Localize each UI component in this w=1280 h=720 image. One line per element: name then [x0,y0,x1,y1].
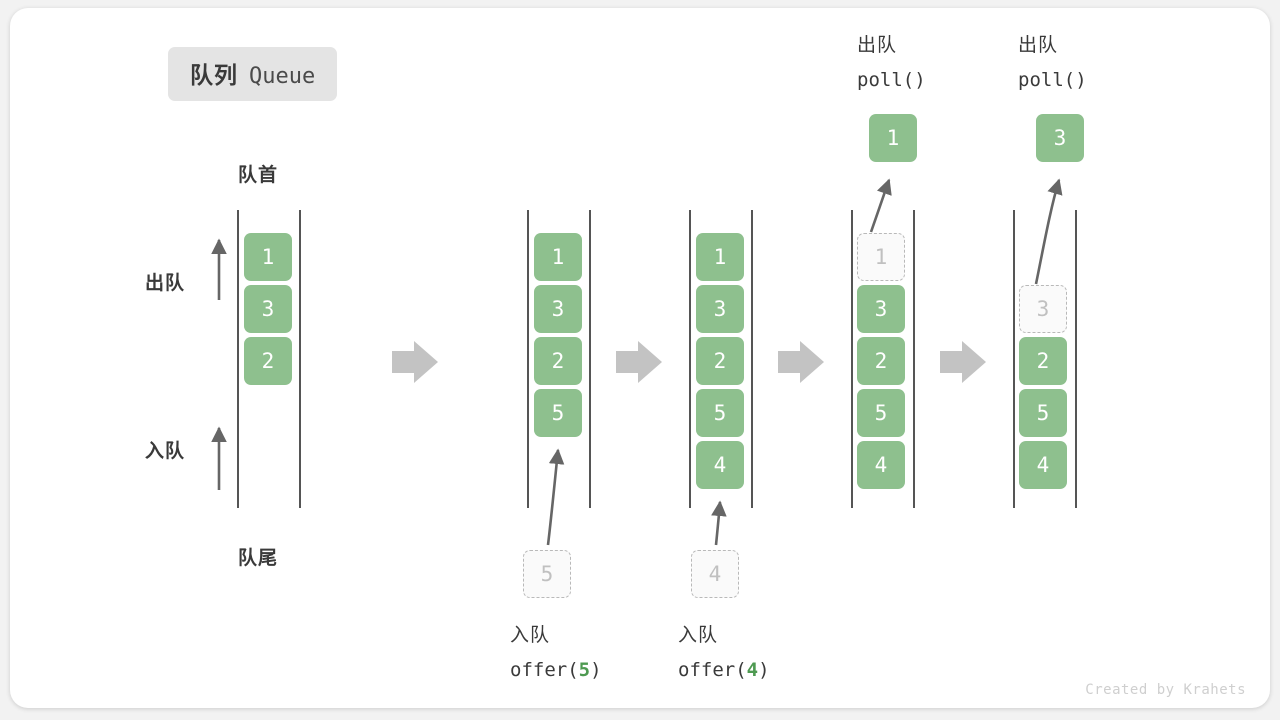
queue-tail-label: 队尾 [238,548,279,569]
title-en: Queue [249,64,316,89]
enqueue-direction-label: 入队 [145,441,186,462]
floating-cell: 5 [523,550,571,598]
step-caption-code: poll() [1018,69,1087,91]
queue-cell: 4 [696,441,744,489]
step-caption-cn: 出队 [857,35,898,56]
rail-right-step-2 [751,210,753,508]
step-caption-code: offer(4) [678,659,770,681]
rail-left-step-2 [689,210,691,508]
queue-cell: 3 [1019,285,1067,333]
step-caption-poll-3: 出队 poll() [1018,28,1087,98]
queue-cell: 3 [696,285,744,333]
dequeue-direction-label: 出队 [145,273,186,294]
queue-cell: 2 [534,337,582,385]
queue-cell: 2 [696,337,744,385]
title-badge: 队列 Queue [168,47,338,101]
step-caption-cn: 出队 [1018,35,1059,56]
queue-cell: 5 [1019,389,1067,437]
step-caption-offer-5: 入队 offer(5) [510,618,602,688]
popped-cell: 1 [869,114,917,162]
queue-cell: 5 [696,389,744,437]
queue-cell: 2 [1019,337,1067,385]
diagram-card [10,8,1270,708]
queue-cell: 5 [534,389,582,437]
queue-cell: 1 [696,233,744,281]
floating-cell: 4 [691,550,739,598]
step-caption-cn: 入队 [678,625,719,646]
step-caption-code: offer(5) [510,659,602,681]
rail-right-step-4 [1075,210,1077,508]
step-caption-poll-1: 出队 poll() [857,28,926,98]
rail-left-step-1 [527,210,529,508]
queue-cell: 4 [1019,441,1067,489]
queue-cell: 2 [857,337,905,385]
queue-cell: 4 [857,441,905,489]
queue-cell: 5 [857,389,905,437]
queue-cell: 2 [244,337,292,385]
queue-cell: 1 [857,233,905,281]
rail-left-step-0 [237,210,239,508]
watermark: Created by Krahets [1085,682,1246,698]
rail-left-step-4 [1013,210,1015,508]
step-caption-cn: 入队 [510,625,551,646]
queue-head-label: 队首 [238,165,279,186]
queue-cell: 1 [534,233,582,281]
queue-cell: 3 [857,285,905,333]
rail-right-step-0 [299,210,301,508]
queue-cell: 3 [534,285,582,333]
step-caption-offer-4: 入队 offer(4) [678,618,770,688]
popped-cell: 3 [1036,114,1084,162]
queue-cell: 3 [244,285,292,333]
step-caption-code: poll() [857,69,926,91]
rail-right-step-3 [913,210,915,508]
rail-right-step-1 [589,210,591,508]
queue-cell: 1 [244,233,292,281]
title-cn: 队列 [190,62,238,88]
rail-left-step-3 [851,210,853,508]
